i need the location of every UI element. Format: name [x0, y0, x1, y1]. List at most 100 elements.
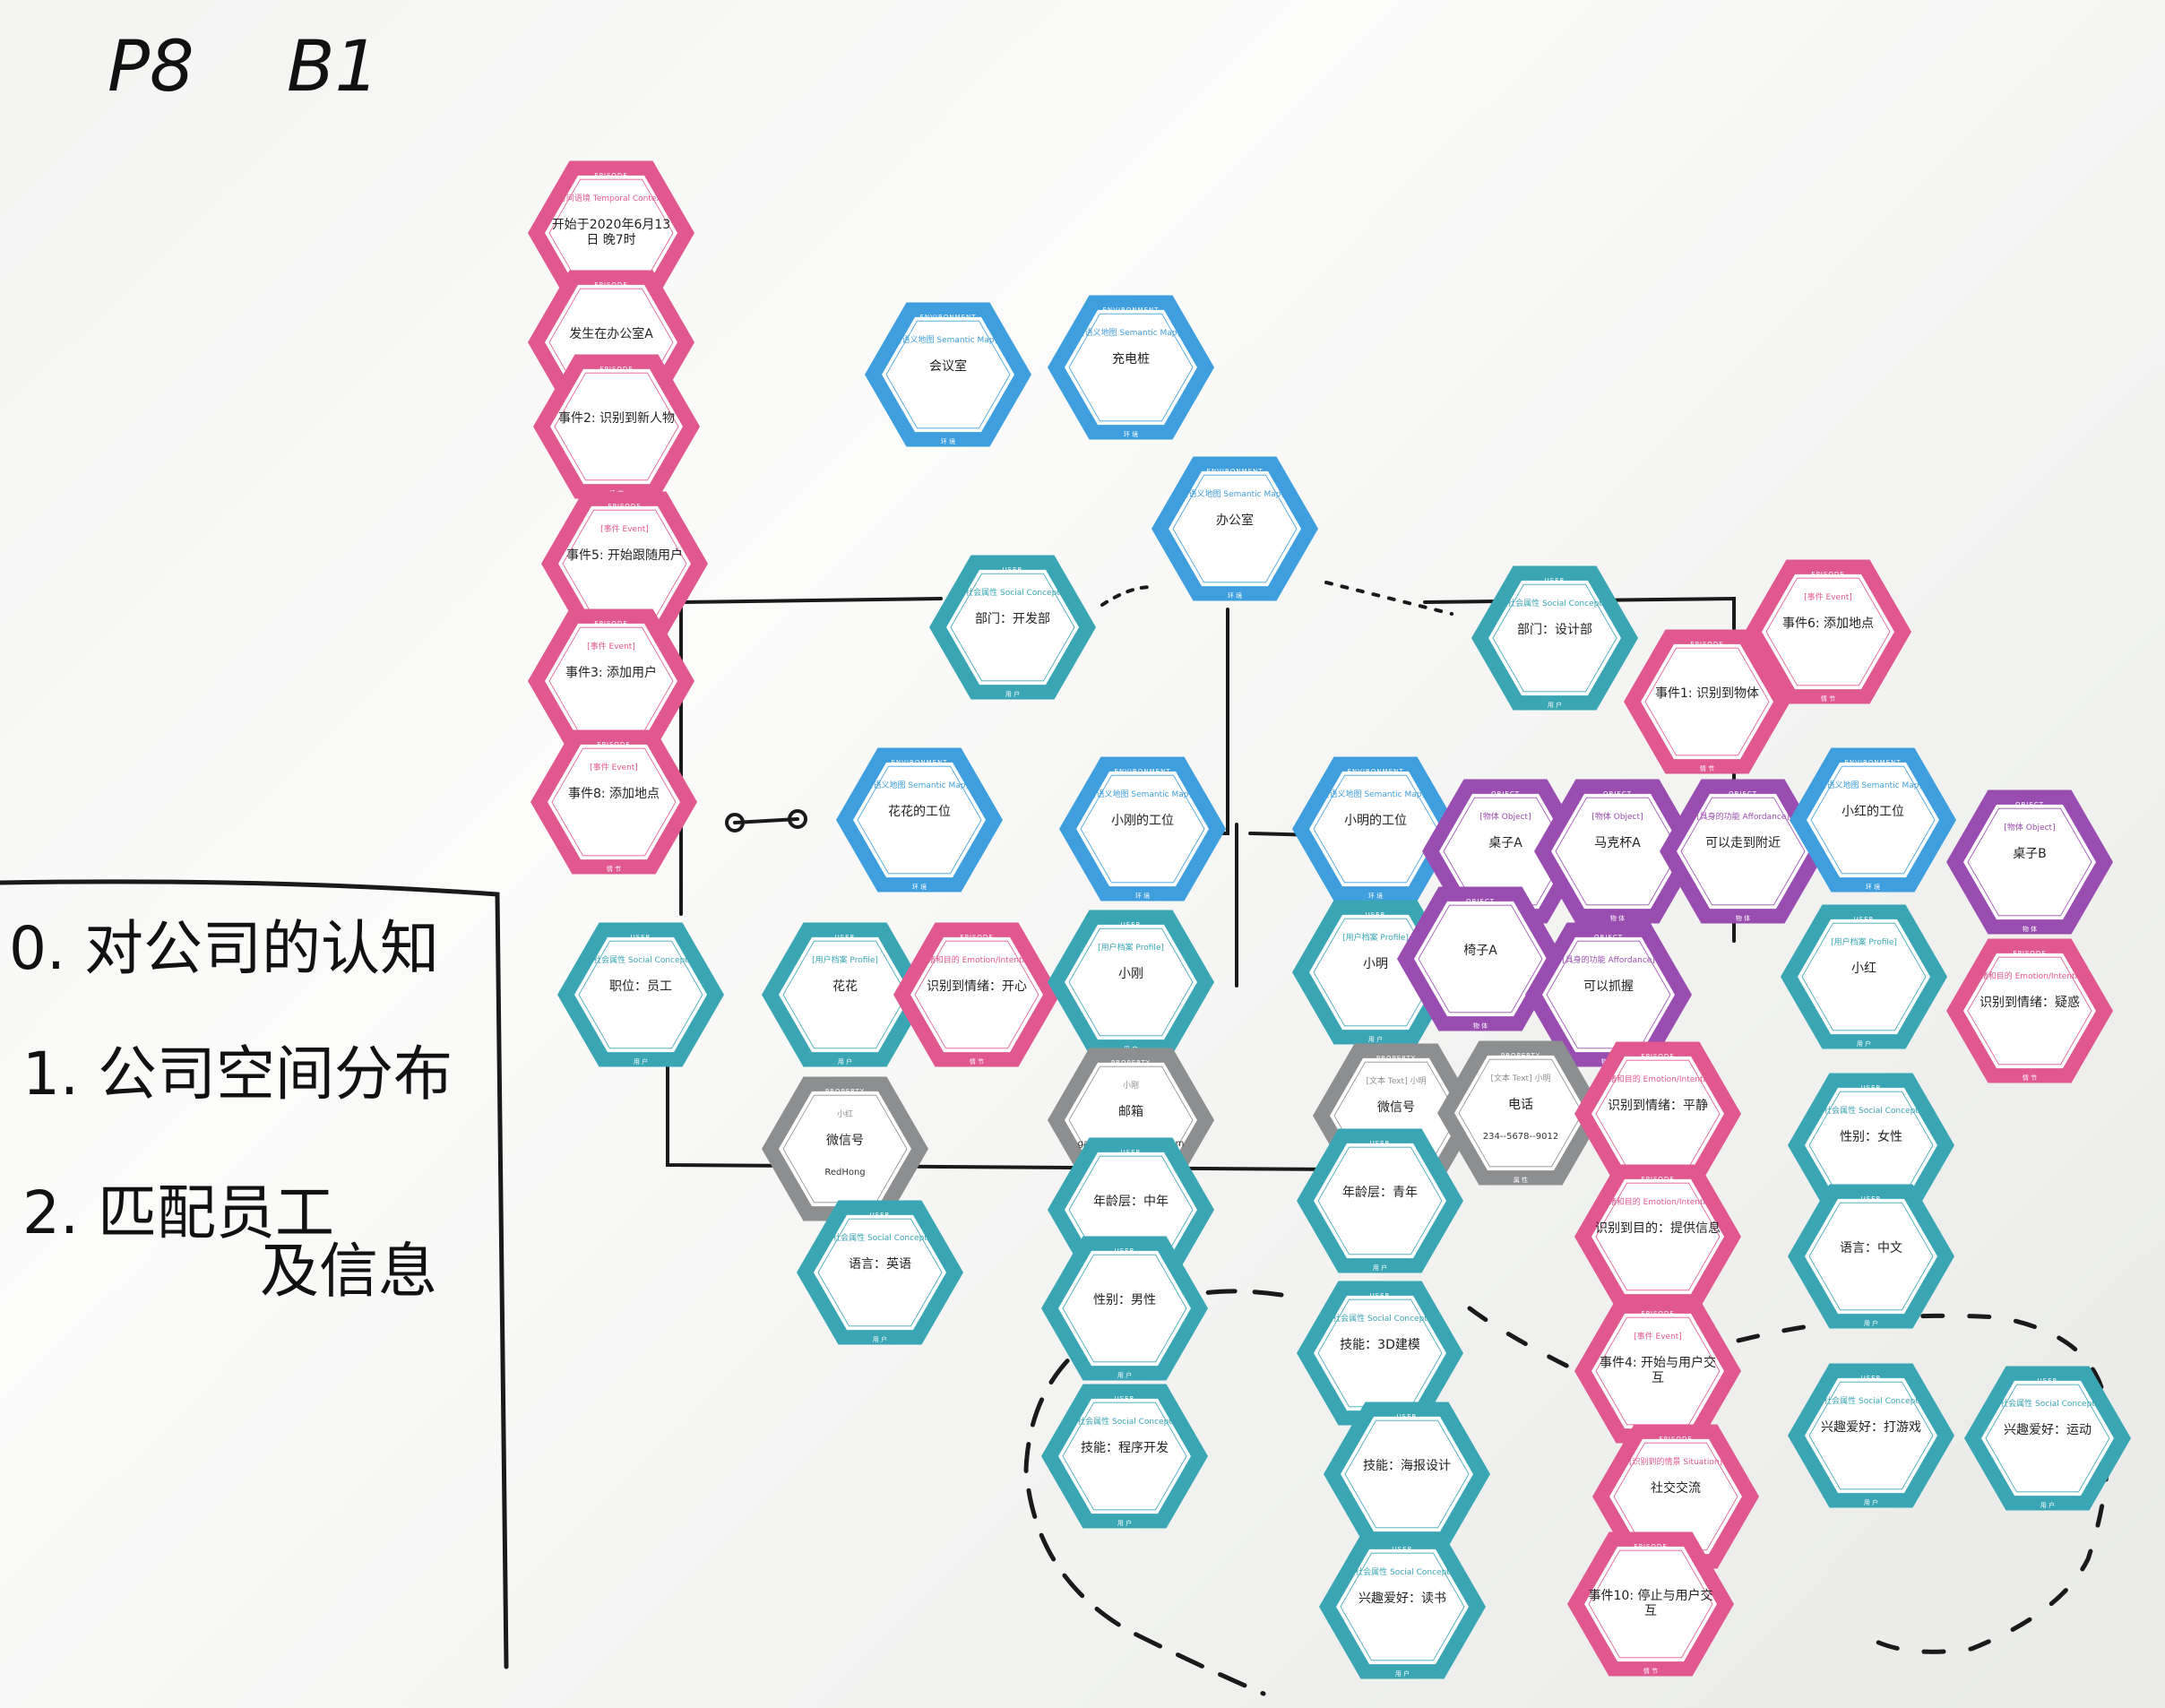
card-tag: 用 户	[1372, 1264, 1388, 1272]
card-inner-rule	[1172, 474, 1298, 583]
card-category: ENVIRONMENT	[1347, 768, 1404, 775]
user-card[interactable]: USER[社会属性 Social Concept]语言：英语用 户	[795, 1187, 965, 1358]
card-subtitle: 小刚	[1122, 1082, 1139, 1091]
user-card[interactable]: USER[社会属性 Social Concept]职位：员工用 户	[556, 910, 726, 1080]
card-category: OBJECT	[2015, 801, 2044, 808]
object-card[interactable]: OBJECT[具身的功能 Affordance]可以抓握物 体	[1523, 910, 1694, 1080]
card-tag: 用 户	[633, 1058, 649, 1065]
environment-card[interactable]: ENVIRONMENT[语义地图 Semantic Map]充电桩环 境	[1046, 282, 1216, 453]
card-inner-rule	[1317, 1146, 1443, 1255]
card-subtitle: [情绪和目的 Emotion/Intention]	[1969, 972, 2091, 981]
episode-card[interactable]: EPISODE[事件 Event]事件6: 添加地点情 节	[1743, 547, 1913, 717]
environment-card[interactable]: ENVIRONMENT[语义地图 Semantic Map]会议室环 境	[863, 289, 1033, 460]
card-inner-rule	[1443, 797, 1568, 906]
card-subtitle: 小红	[836, 1110, 853, 1119]
card-tag: 情 节	[1820, 695, 1836, 703]
card-category: OBJECT	[1466, 898, 1495, 905]
user-card[interactable]: USER[社会属性 Social Concept]兴趣爱好：打游戏用 户	[1786, 1350, 1956, 1521]
connector-line	[679, 597, 943, 604]
card-title: 技能：海报设计	[1363, 1459, 1451, 1473]
dotted-link	[1100, 585, 1153, 607]
card-face	[1336, 1548, 1469, 1665]
card-category: USER	[1114, 1395, 1135, 1402]
card-subtitle: [用户档案 Profile]	[1342, 934, 1409, 943]
episode-card[interactable]: EPISODE[事件 Event]事件3: 添加用户情 节	[526, 596, 696, 766]
user-card[interactable]: USER[社会属性 Social Concept]部门：开发部用 户	[927, 542, 1098, 712]
card-hexagon	[929, 555, 1096, 700]
card-category: OBJECT	[1603, 790, 1632, 798]
episode-card[interactable]: EPISODE[事件 Event]事件8: 添加地点情 节	[529, 717, 699, 887]
card-tag: 情 节	[1643, 1668, 1659, 1675]
user-card[interactable]: USER[社会属性 Social Concept]部门：设计部用 户	[1470, 553, 1640, 723]
user-card[interactable]: USER[社会属性 Social Concept]技能：3D建模用 户	[1295, 1268, 1465, 1438]
user-card[interactable]: USER[用户档案 Profile]小刚用 户	[1046, 897, 1216, 1067]
card-inner-rule	[782, 940, 908, 1049]
card-hexagon	[1041, 1384, 1208, 1529]
user-card[interactable]: USER[社会属性 Social Concept]兴趣爱好：运动用 户	[1962, 1353, 2133, 1523]
card-subtitle: [文本 Text] 小明	[1490, 1074, 1551, 1083]
environment-card[interactable]: ENVIRONMENT[语义地图 Semantic Map]花花的工位环 境	[834, 735, 1005, 905]
card-face	[1677, 793, 1809, 910]
card-subtitle: [用户档案 Profile]	[1831, 938, 1897, 947]
episode-card[interactable]: EPISODE[情绪和目的 Emotion/Intention]识别到情绪：疑惑…	[1945, 926, 2115, 1096]
card-inner-rule	[1588, 1549, 1713, 1659]
card-category: ENVIRONMENT	[1102, 306, 1160, 314]
card-inner-rule	[1967, 807, 2092, 917]
card-face	[814, 1214, 946, 1331]
card-inner-rule	[885, 320, 1011, 429]
user-card[interactable]: USER[社会属性 Social Concept]兴趣爱好：读书用 户	[1317, 1522, 1488, 1692]
card-category: OBJECT	[1729, 790, 1757, 798]
episode-card[interactable]: EPISODE[情绪和目的 Emotion/Intention]识别到目的：提供…	[1573, 1152, 1743, 1322]
property-card[interactable]: PROPERTY小红微信号RedHong属 性	[760, 1064, 930, 1234]
episode-card[interactable]: EPISODE[事件 Event]事件4: 开始与用户交互情 节	[1573, 1286, 1743, 1456]
episode-card[interactable]: EPISODE[情绪和目的 Emotion/Intention]识别到情绪：开心…	[892, 910, 1062, 1080]
card-hexagon	[797, 1200, 963, 1345]
environment-card[interactable]: ENVIRONMENT[语义地图 Semantic Map]小刚的工位环 境	[1057, 744, 1228, 914]
environment-card[interactable]: ENVIRONMENT[语义地图 Semantic Map]小明的工位环 境	[1290, 744, 1461, 914]
episode-card[interactable]: EPISODE[事件 Event]事件5: 开始跟随用户情 节	[539, 479, 710, 649]
card-subtitle: [具身的功能 Affordance]	[1562, 956, 1655, 965]
dumbbell-link	[733, 817, 799, 824]
card-subtitle: [社会属性 Social Concept]	[962, 589, 1064, 598]
environment-card[interactable]: ENVIRONMENT[语义地图 Semantic Map]小红的工位环 境	[1788, 735, 1958, 905]
card-tag: 环 境	[1134, 893, 1151, 900]
card-hexagon	[1790, 747, 1956, 893]
card-subtitle: [事件 Event]	[590, 763, 638, 772]
card-title: 邮箱	[1118, 1105, 1143, 1119]
object-card[interactable]: OBJECT[具身的功能 Affordance]可以走到附近物 体	[1658, 766, 1828, 936]
card-inner-rule	[1644, 647, 1770, 756]
card-inner-rule	[1418, 904, 1543, 1014]
card-title: 微信号	[826, 1134, 864, 1148]
card-title: 办公室	[1216, 513, 1254, 528]
user-card[interactable]: USER[用户档案 Profile]小红用 户	[1779, 892, 1949, 1062]
group-label: B1	[287, 27, 380, 108]
user-card[interactable]: USER[用户档案 Profile]花花用 户	[760, 910, 930, 1080]
user-card[interactable]: USER[社会属性 Social Concept]技能：程序开发用 户	[1039, 1371, 1210, 1541]
card-tag: 物 体	[1472, 1022, 1488, 1030]
card-tag: 用 户	[1856, 1040, 1872, 1048]
card-category: EPISODE	[594, 620, 628, 627]
environment-card[interactable]: ENVIRONMENT[语义地图 Semantic Map]办公室环 境	[1150, 444, 1320, 614]
card-title: 事件4: 开始与用户交互	[1599, 1356, 1717, 1385]
note-line: 及信息	[260, 1237, 437, 1306]
card-subtitle: [社会属性 Social Concept]	[1074, 1418, 1176, 1427]
card-tag: 环 境	[1227, 592, 1243, 600]
card-title: 事件10: 停止与用户交互	[1588, 1589, 1713, 1618]
card-face	[1805, 1087, 1937, 1203]
episode-card[interactable]: EPISODE[情绪和目的 Emotion/Intention]识别到情绪：平静…	[1573, 1029, 1743, 1199]
card-title: 事件2: 识别到新人物	[557, 411, 676, 426]
card-hexagon	[1574, 1041, 1741, 1186]
card-subtitle: [用户档案 Profile]	[812, 956, 878, 965]
card-subtitle: [物体 Object]	[1479, 813, 1531, 822]
